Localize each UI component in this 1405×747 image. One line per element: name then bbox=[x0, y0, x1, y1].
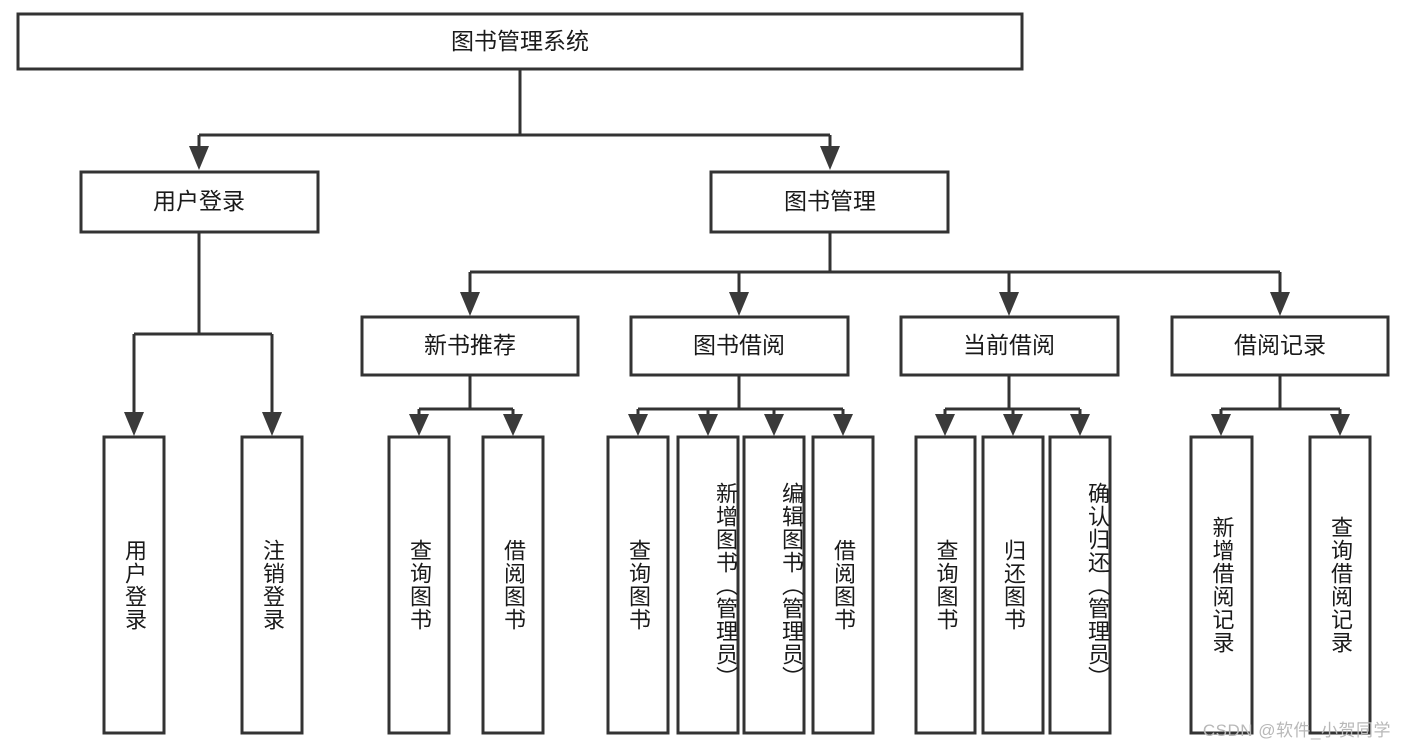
label-book-manage: 图书管理 bbox=[784, 188, 876, 214]
arrowhead-book-manage bbox=[820, 146, 840, 170]
connector-group bbox=[124, 69, 1350, 436]
node-box-leaf-confirm-return-admin[interactable] bbox=[1048, 435, 1112, 735]
node-box-borrow-record[interactable] bbox=[1170, 315, 1390, 377]
arrowhead-new-book-recommend bbox=[460, 292, 480, 316]
arrowhead-leaf-query-book-current bbox=[935, 414, 955, 436]
arrowhead-leaf-borrow-book bbox=[833, 414, 853, 436]
node-box-user-login[interactable] bbox=[79, 170, 320, 234]
arrowhead-leaf-user-login bbox=[124, 412, 144, 436]
node-box-group bbox=[16, 12, 1390, 735]
node-box-leaf-add-book-admin[interactable] bbox=[676, 435, 740, 735]
node-box-book-manage[interactable] bbox=[709, 170, 950, 234]
label-user-login: 用户登录 bbox=[153, 188, 245, 214]
node-box-leaf-edit-book-admin[interactable] bbox=[742, 435, 806, 735]
node-box-leaf-user-login[interactable] bbox=[102, 435, 166, 735]
arrowhead-leaf-add-book-admin bbox=[698, 414, 718, 436]
node-box-leaf-add-borrow-record[interactable] bbox=[1189, 435, 1254, 735]
node-box-leaf-return-book[interactable] bbox=[981, 435, 1045, 735]
arrowhead-leaf-return-book bbox=[1003, 414, 1023, 436]
arrowhead-book-borrow bbox=[729, 292, 749, 316]
arrowhead-leaf-confirm-return-admin bbox=[1070, 414, 1090, 436]
arrowhead-leaf-borrow-book-rec bbox=[503, 414, 523, 436]
label-book-borrow: 图书借阅 bbox=[693, 332, 785, 358]
label-borrow-record: 借阅记录 bbox=[1234, 332, 1326, 358]
node-box-leaf-query-book-current[interactable] bbox=[914, 435, 977, 735]
arrowhead-leaf-logout bbox=[262, 412, 282, 436]
arrowhead-leaf-query-book-borrow bbox=[628, 414, 648, 436]
label-new-book-recommend: 新书推荐 bbox=[424, 332, 516, 358]
node-box-new-book-recommend[interactable] bbox=[360, 315, 580, 377]
node-box-leaf-query-book-rec[interactable] bbox=[387, 435, 451, 735]
arrowhead-leaf-query-borrow-record bbox=[1330, 414, 1350, 436]
arrowhead-leaf-edit-book-admin bbox=[764, 414, 784, 436]
node-box-book-borrow[interactable] bbox=[629, 315, 850, 377]
node-box-root[interactable] bbox=[16, 12, 1024, 71]
node-box-current-borrow[interactable] bbox=[899, 315, 1120, 377]
node-box-leaf-logout[interactable] bbox=[240, 435, 304, 735]
arrowhead-current-borrow bbox=[999, 292, 1019, 316]
node-box-leaf-query-borrow-record[interactable] bbox=[1308, 435, 1372, 735]
arrowhead-user-login bbox=[189, 146, 209, 170]
label-current-borrow: 当前借阅 bbox=[963, 332, 1055, 358]
csdn-watermark: CSDN @软件_小贺同学 bbox=[1202, 721, 1391, 740]
node-box-leaf-borrow-book-rec[interactable] bbox=[481, 435, 545, 735]
node-box-leaf-query-book-borrow[interactable] bbox=[606, 435, 670, 735]
node-box-leaf-borrow-book[interactable] bbox=[811, 435, 875, 735]
arrowhead-leaf-add-borrow-record bbox=[1211, 414, 1231, 436]
label-root: 图书管理系统 bbox=[451, 28, 589, 54]
horizontal-label-group: 图书管理系统 用户登录 图书管理 新书推荐 图书借阅 当前借阅 借阅记录 bbox=[153, 28, 1326, 358]
arrowhead-leaf-query-book-rec bbox=[409, 414, 429, 436]
arrowhead-borrow-record bbox=[1270, 292, 1290, 316]
